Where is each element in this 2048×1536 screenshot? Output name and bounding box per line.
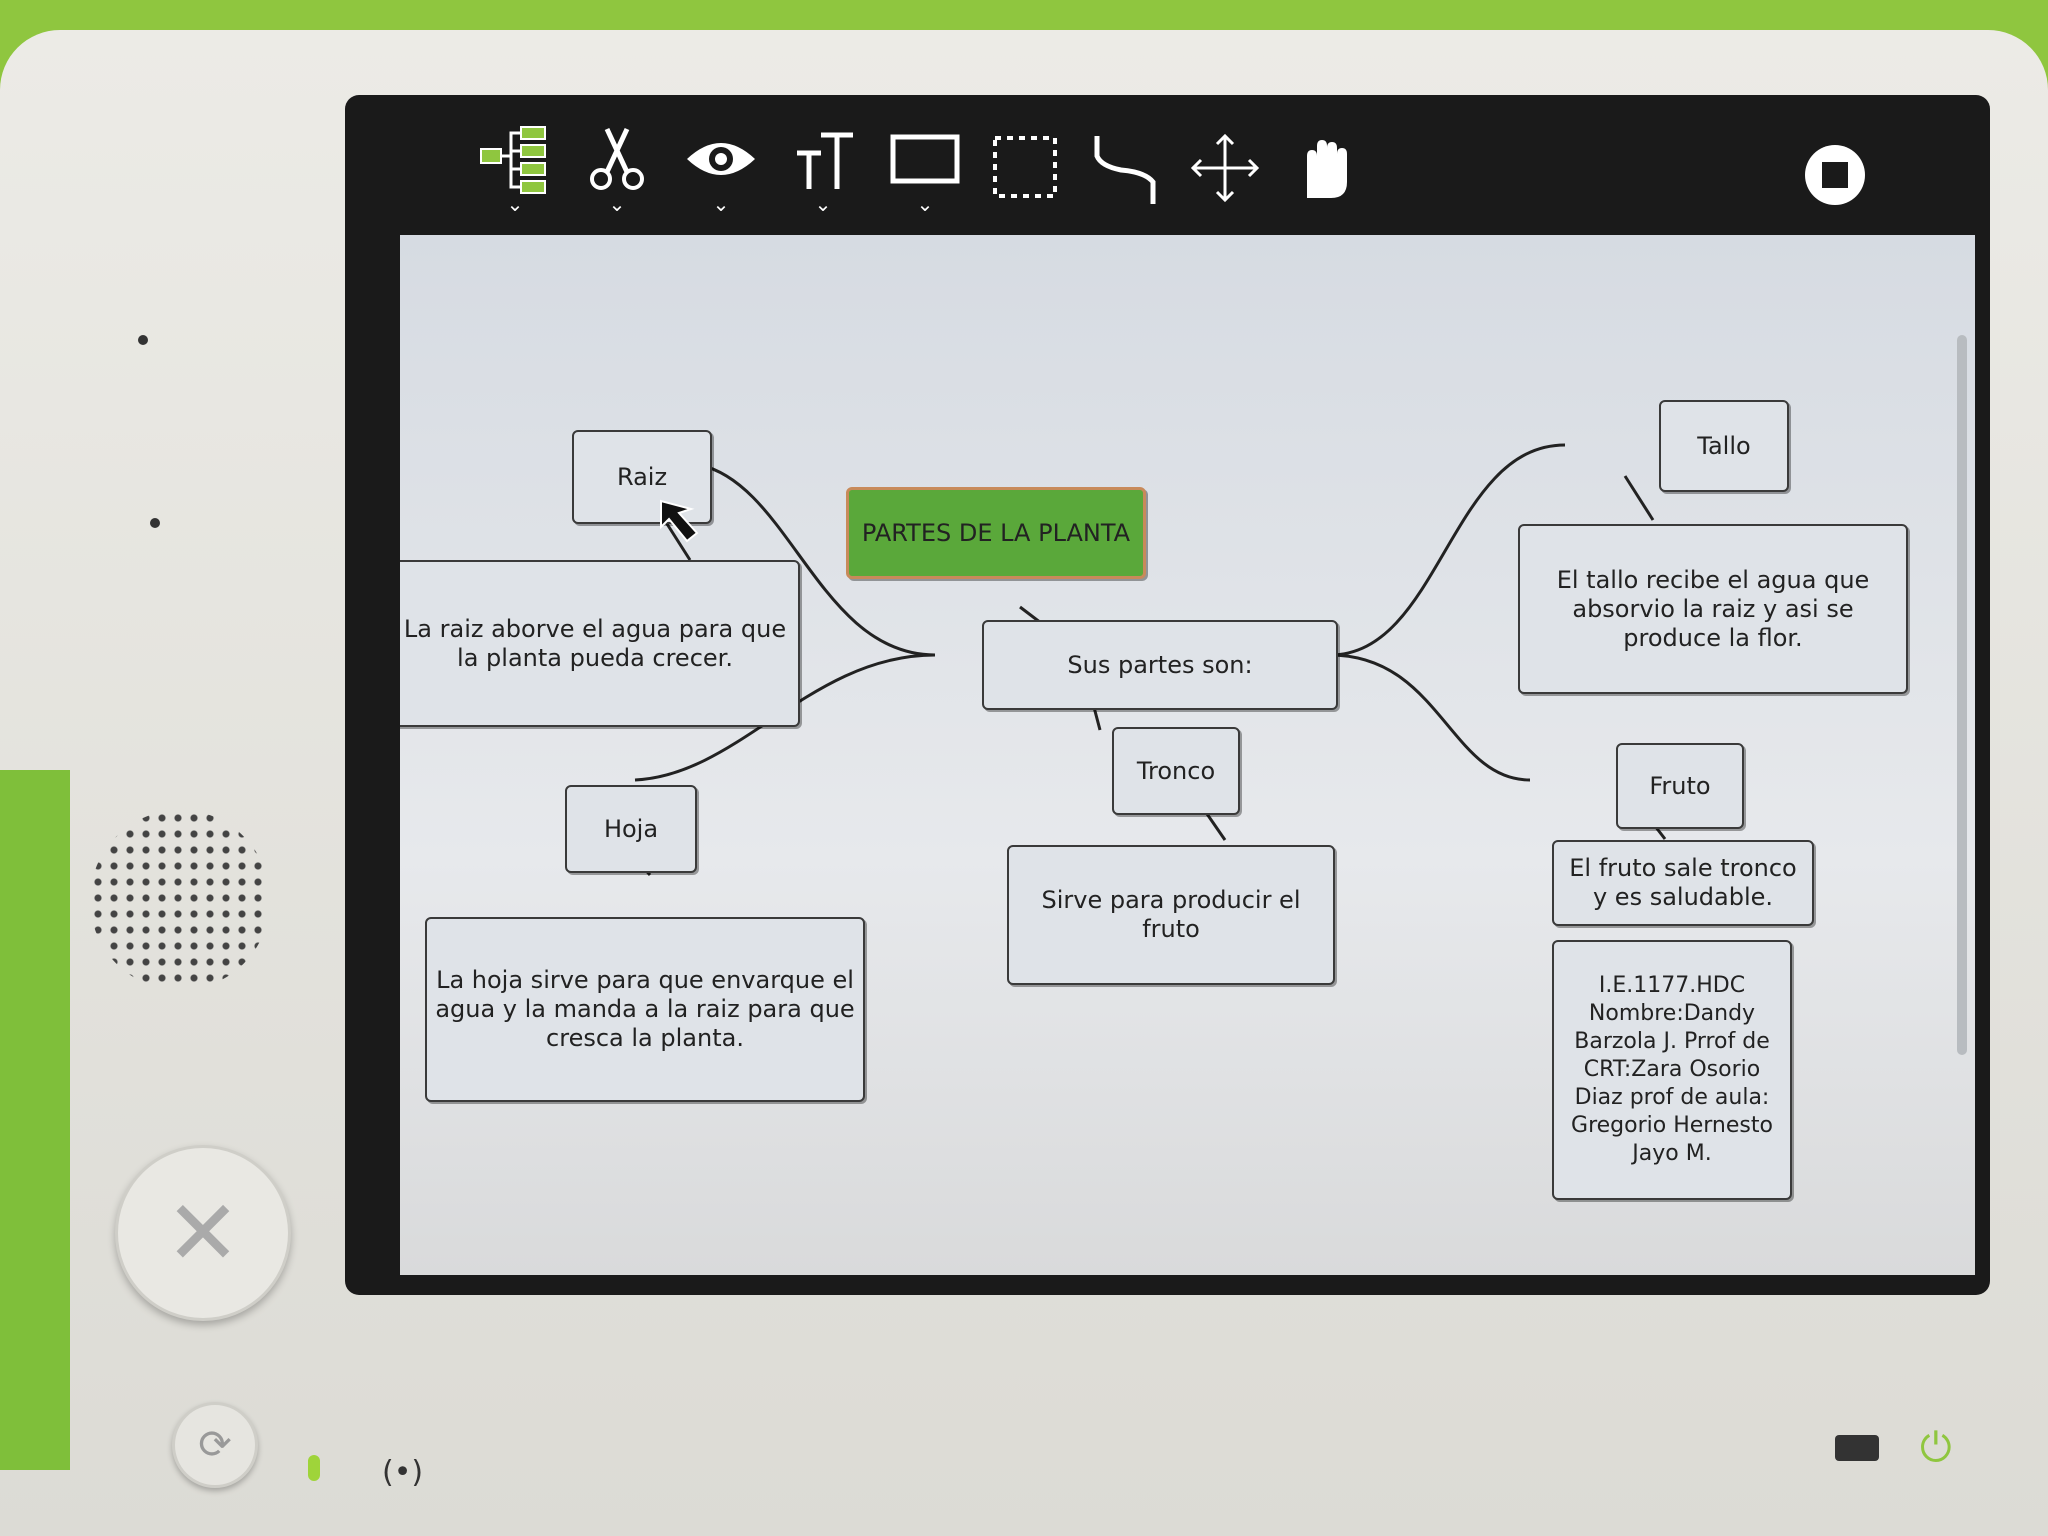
node-fruto-desc-label: El fruto sale tronco y es saludable. [1569,854,1797,911]
bezel-dot [150,518,160,528]
hand-icon[interactable] [1285,123,1365,213]
power-icon: ⏻ [1920,1425,1952,1471]
screen: ⌄ ⌄ ⌄ ⌄ ⌄ [345,95,1990,1295]
mouse-cursor-icon [660,499,699,543]
node-credits[interactable]: I.E.1177.HDC Nombre:Dandy Barzola J. Prr… [1552,940,1792,1200]
central-topic[interactable]: PARTES DE LA PLANTA [846,487,1146,579]
move-icon[interactable] [1185,123,1265,213]
node-tallo-desc[interactable]: El tallo recibe el agua que absorvio la … [1518,524,1908,694]
link-hub-fruto [1329,653,1531,782]
mic-led-icon [308,1455,320,1481]
node-raiz-desc[interactable]: La raiz aborve el agua para que la plant… [400,560,800,727]
node-tallo-desc-label: El tallo recibe el agua que absorvio la … [1556,565,1870,652]
node-tallo-label: Tallo [1697,431,1751,460]
node-fruto-label: Fruto [1649,771,1711,800]
link-icon[interactable] [1087,123,1167,213]
node-hoja-label: Hoja [603,814,659,843]
toolbar: ⌄ ⌄ ⌄ ⌄ ⌄ [345,95,1990,235]
link-raiz-hub [699,463,936,657]
node-tronco-label: Tronco [1136,756,1216,785]
node-tronco-desc-label: Sirve para producir el fruto [1041,886,1301,943]
node-fruto-desc[interactable]: El fruto sale tronco y es saludable. [1552,840,1814,926]
mindmap-canvas[interactable]: PARTES DE LA PLANTA Sus partes son: Raiz… [400,235,1975,1275]
dropdown-caret: ⌄ [506,192,524,216]
dropdown-caret: ⌄ [608,192,626,216]
rectangle-icon[interactable]: ⌄ [885,123,965,216]
speaker-grille [90,810,270,990]
dpad-icon[interactable]: ✕ [115,1145,291,1321]
node-hoja-desc[interactable]: La hoja sirve para que envarque el agua … [425,917,865,1102]
node-hoja[interactable]: Hoja [565,785,697,873]
stop-icon[interactable] [1800,140,1870,210]
battery-icon [1835,1435,1879,1461]
dropdown-caret: ⌄ [916,192,934,216]
link-tallo-desc [1623,475,1655,521]
scissors-icon[interactable]: ⌄ [577,123,657,216]
camera-icon: (•) [382,1455,424,1490]
node-fruto[interactable]: Fruto [1616,743,1744,829]
selection-icon[interactable] [985,123,1065,213]
central-topic-label: PARTES DE LA PLANTA [861,518,1131,547]
rotate-icon[interactable]: ⟳ [172,1402,258,1488]
node-tronco-desc[interactable]: Sirve para producir el fruto [1007,845,1335,985]
link-tronco-desc [1203,810,1227,841]
laptop-green-side [0,770,70,1470]
node-tronco[interactable]: Tronco [1112,727,1240,815]
vertical-scrollbar[interactable] [1957,335,1967,1055]
node-hoja-desc-label: La hoja sirve para que envarque el agua … [435,966,855,1052]
text-size-icon[interactable]: ⌄ [783,123,863,216]
dropdown-caret: ⌄ [712,192,730,216]
mindmap-tree-icon[interactable]: ⌄ [475,123,555,216]
node-tallo[interactable]: Tallo [1659,400,1789,492]
eye-icon[interactable]: ⌄ [681,123,761,216]
hub-node-label: Sus partes son: [1067,650,1253,679]
node-raiz-desc-label: La raiz aborve el agua para que la plant… [403,614,787,672]
node-credits-label: I.E.1177.HDC Nombre:Dandy Barzola J. Prr… [1571,973,1773,1166]
dropdown-caret: ⌄ [814,192,832,216]
bezel-dot [138,335,148,345]
link-hub-tallo [1329,443,1566,657]
node-raiz-label: Raiz [616,462,668,491]
hub-node[interactable]: Sus partes son: [982,620,1338,710]
